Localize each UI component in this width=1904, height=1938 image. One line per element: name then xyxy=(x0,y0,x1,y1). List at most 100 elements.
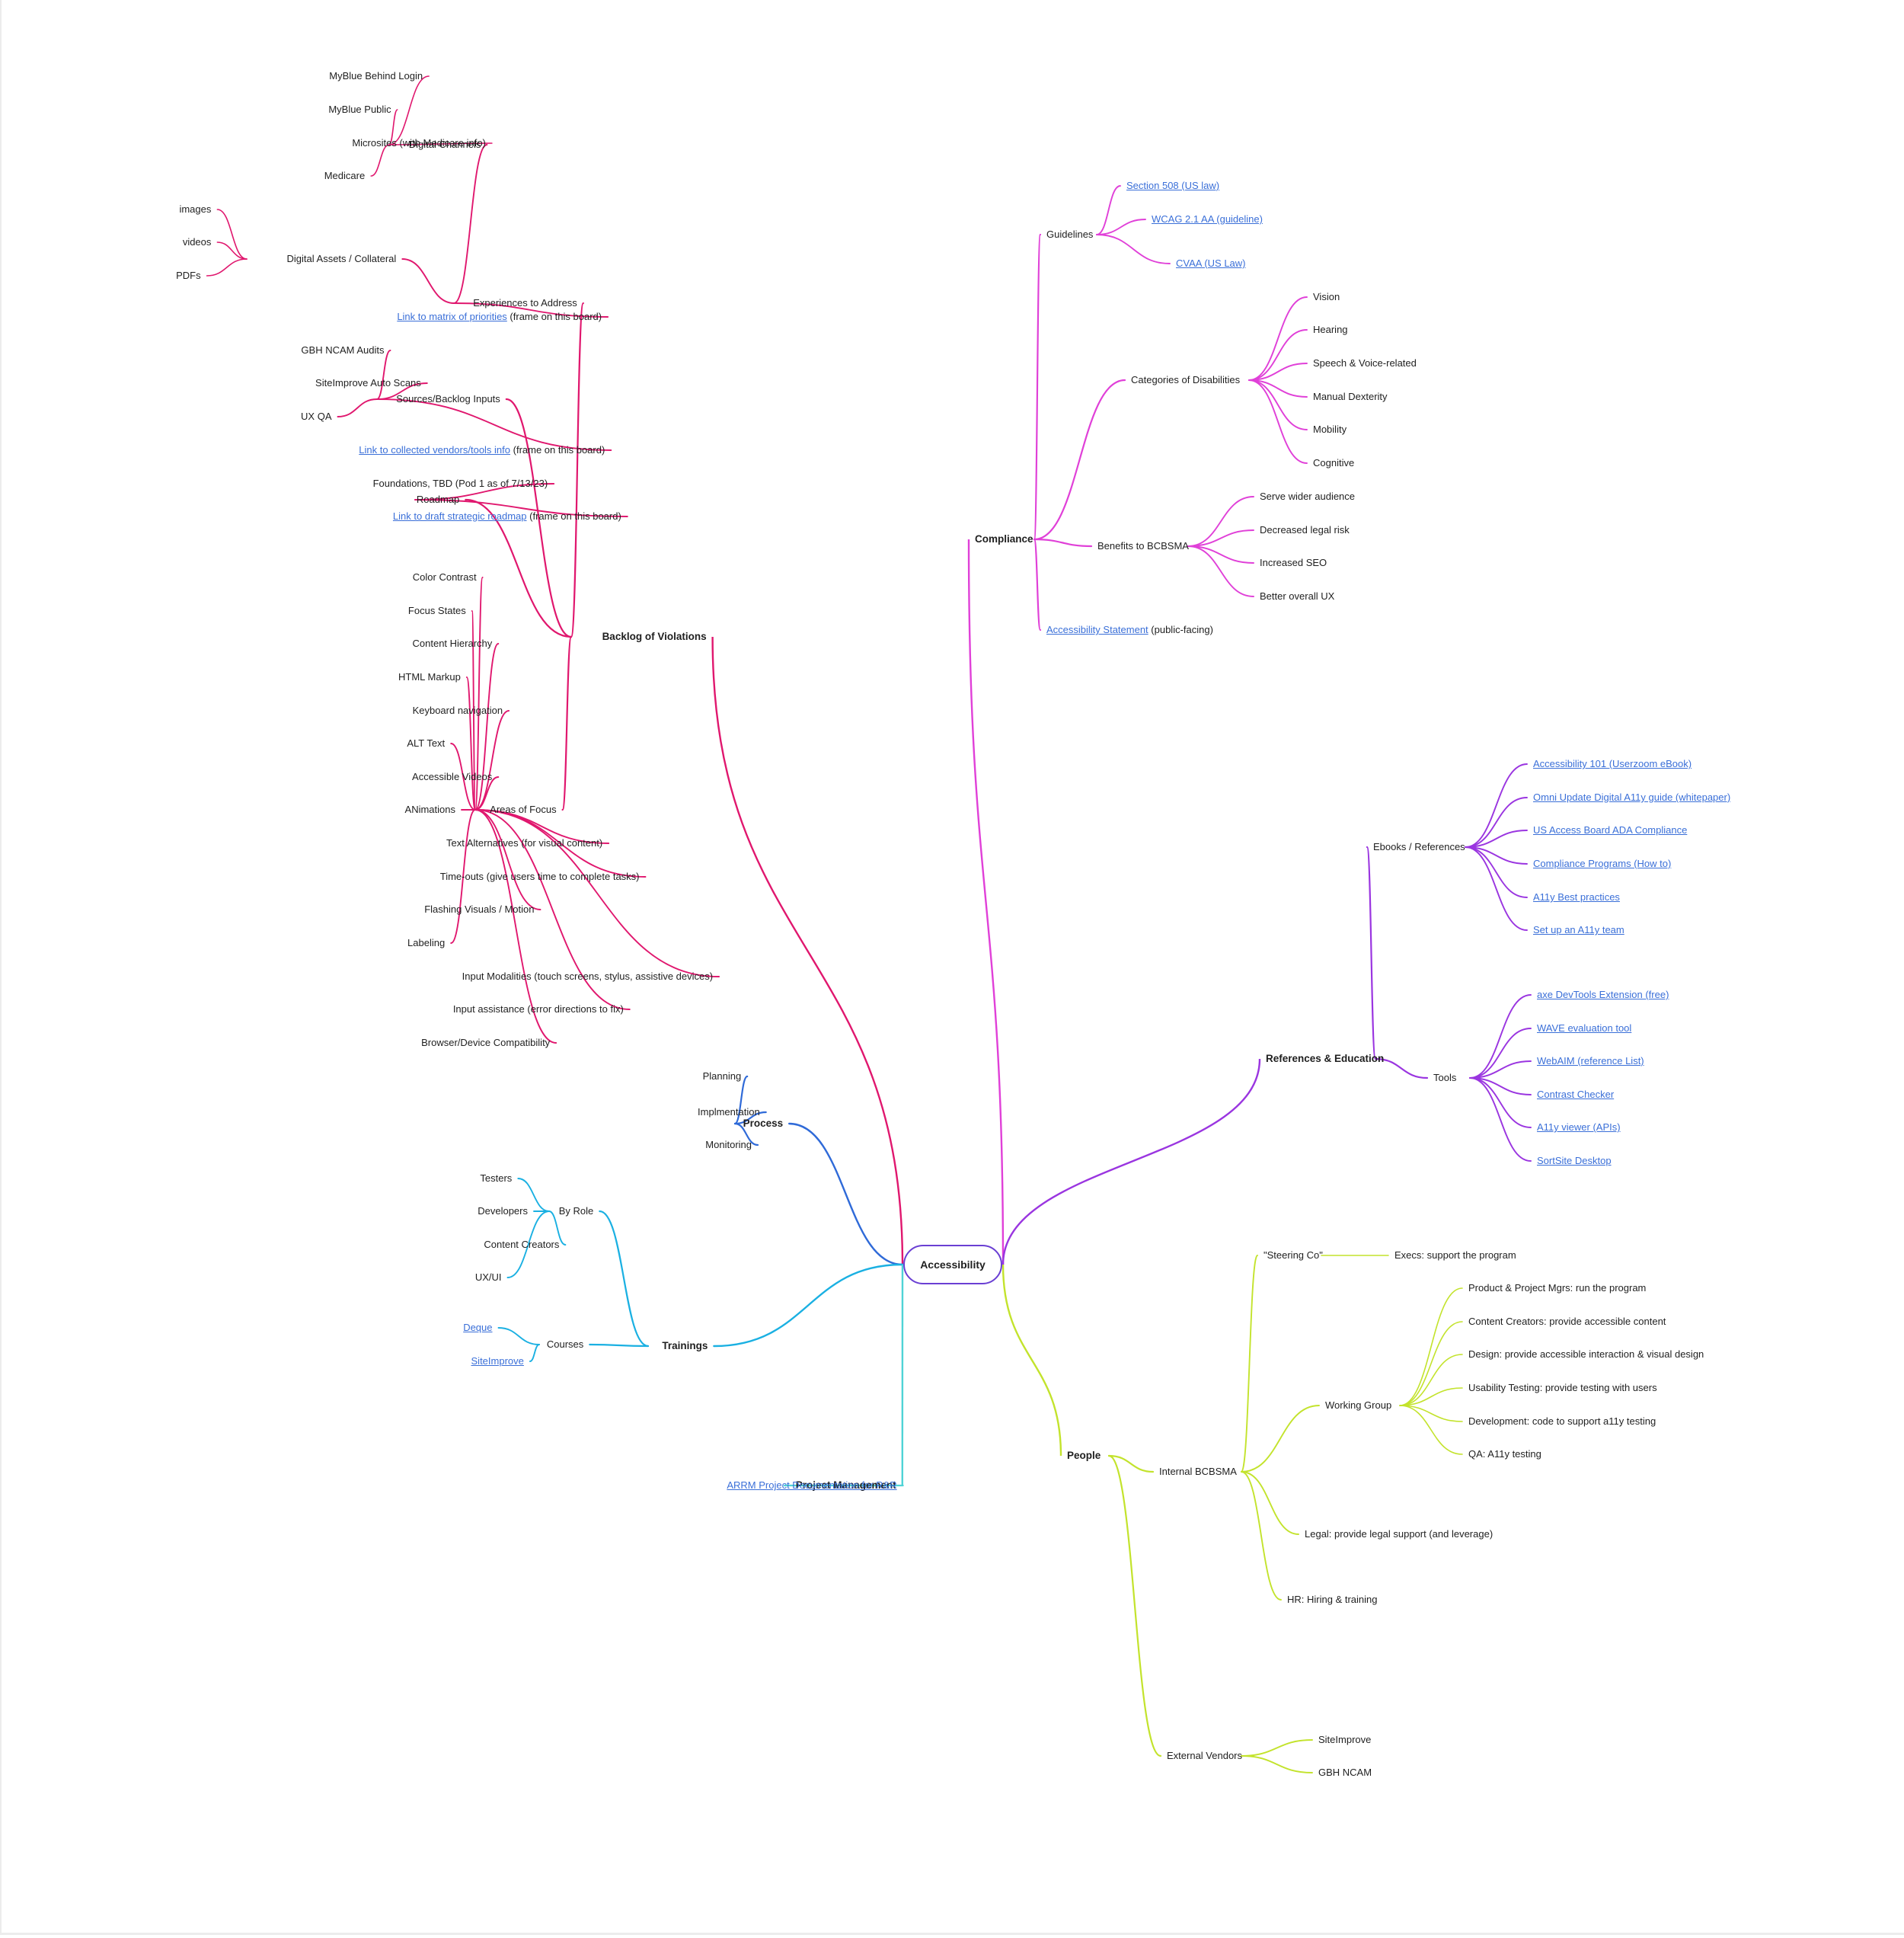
node-implmentation[interactable]: Implmentation xyxy=(698,1105,760,1119)
node-trainings[interactable]: Trainings xyxy=(662,1339,708,1353)
node-external-vendors[interactable]: External Vendors xyxy=(1167,1749,1242,1763)
node-contrast-checker[interactable]: Contrast Checker xyxy=(1537,1088,1614,1102)
node-roadmap[interactable]: Roadmap xyxy=(417,493,459,507)
node-animations[interactable]: ANimations xyxy=(405,803,455,817)
node-content-hierarchy[interactable]: Content Hierarchy xyxy=(413,637,493,651)
node-digital-assets-collateral[interactable]: Digital Assets / Collateral xyxy=(287,252,397,266)
node-guidelines[interactable]: Guidelines xyxy=(1046,228,1093,241)
node-compliance-programs-how-to[interactable]: Compliance Programs (How to) xyxy=(1533,857,1671,871)
node-execs-support-the-program[interactable]: Execs: support the program xyxy=(1394,1249,1516,1262)
node-link[interactable]: CVAA (US Law) xyxy=(1176,257,1246,269)
node-hearing[interactable]: Hearing xyxy=(1313,323,1348,337)
node-increased-seo[interactable]: Increased SEO xyxy=(1260,556,1327,570)
node-experiences-to-address[interactable]: Experiences to Address xyxy=(473,296,577,310)
node-link[interactable]: WCAG 2.1 AA (guideline) xyxy=(1152,213,1263,225)
node-omni-update-digital-a11y-guide-whitepape[interactable]: Omni Update Digital A11y guide (whitepap… xyxy=(1533,791,1730,804)
node-benefits-to-bcbsma[interactable]: Benefits to BCBSMA xyxy=(1097,539,1189,553)
node-developers[interactable]: Developers xyxy=(478,1204,528,1218)
node-keyboard-navigation[interactable]: Keyboard navigation xyxy=(413,704,503,718)
node-serve-wider-audience[interactable]: Serve wider audience xyxy=(1260,490,1355,504)
node-working-group[interactable]: Working Group xyxy=(1325,1399,1391,1412)
node-link[interactable]: US Access Board ADA Compliance xyxy=(1533,824,1688,836)
node-legal-provide-legal-support-and-leverage[interactable]: Legal: provide legal support (and levera… xyxy=(1305,1527,1493,1541)
node-people[interactable]: People xyxy=(1067,1449,1101,1463)
node-html-markup[interactable]: HTML Markup xyxy=(398,670,461,684)
node-a11y-viewer-apis[interactable]: A11y viewer (APIs) xyxy=(1537,1121,1621,1134)
node-section-508-us-law[interactable]: Section 508 (US law) xyxy=(1126,179,1219,193)
node-link[interactable]: Section 508 (US law) xyxy=(1126,180,1220,191)
node-myblue-public[interactable]: MyBlue Public xyxy=(328,103,391,117)
node-accessibility-101-userzoom-ebook[interactable]: Accessibility 101 (Userzoom eBook) xyxy=(1533,757,1692,771)
node-link-to-draft-strategic-roadmap[interactable]: Link to draft strategic roadmap (frame o… xyxy=(393,510,621,523)
node-us-access-board-ada-compliance[interactable]: US Access Board ADA Compliance xyxy=(1533,823,1687,837)
node-arrm-project-documentation-for-r-r[interactable]: ARRM Project Documentation for R&R xyxy=(727,1479,896,1492)
node-foundations-tbd-pod-1-as-of-7-13-23[interactable]: Foundations, TBD (Pod 1 as of 7/13/23) xyxy=(373,477,548,491)
node-input-modalities-touch-screens-stylus-as[interactable]: Input Modalities (touch screens, stylus,… xyxy=(462,970,713,983)
node-link[interactable]: WAVE evaluation tool xyxy=(1537,1022,1632,1034)
node-testers[interactable]: Testers xyxy=(480,1172,512,1185)
node-digital-channels[interactable]: Digital Channels xyxy=(409,138,481,152)
node-gbh-ncam[interactable]: GBH NCAM xyxy=(1318,1766,1372,1780)
node-a11y-best-practices[interactable]: A11y Best practices xyxy=(1533,891,1620,904)
node-wave-evaluation-tool[interactable]: WAVE evaluation tool xyxy=(1537,1022,1631,1035)
node-link[interactable]: Link to collected vendors/tools info xyxy=(359,444,511,456)
node-areas-of-focus[interactable]: Areas of Focus xyxy=(490,803,556,817)
node-pdfs[interactable]: PDFs xyxy=(176,269,201,283)
node-videos[interactable]: videos xyxy=(183,235,212,249)
node-text-alternatives-for-visual-content[interactable]: Text Alternatives (for visual content) xyxy=(446,836,602,850)
node-browser-device-compatibility[interactable]: Browser/Device Compatibility xyxy=(421,1036,550,1050)
node-link[interactable]: WebAIM (reference List) xyxy=(1537,1055,1644,1067)
node-link[interactable]: Link to draft strategic roadmap xyxy=(392,510,527,522)
node-siteimprove[interactable]: SiteImprove xyxy=(1318,1733,1371,1747)
node-mobility[interactable]: Mobility xyxy=(1313,423,1347,437)
node-monitoring[interactable]: Monitoring xyxy=(705,1138,752,1152)
node-link-to-collected-vendors-tools-info[interactable]: Link to collected vendors/tools info (fr… xyxy=(359,443,605,457)
node-backlog-of-violations[interactable]: Backlog of Violations xyxy=(602,630,707,644)
node-deque[interactable]: Deque xyxy=(463,1321,492,1335)
node-accessibility-statement[interactable]: Accessibility Statement (public-facing) xyxy=(1046,623,1213,637)
node-siteimprove[interactable]: SiteImprove xyxy=(471,1354,524,1368)
node-ux-qa[interactable]: UX QA xyxy=(301,410,331,424)
node-link[interactable]: Compliance Programs (How to) xyxy=(1533,858,1672,869)
node-webaim-reference-list[interactable]: WebAIM (reference List) xyxy=(1537,1054,1644,1068)
node-labeling[interactable]: Labeling xyxy=(407,936,445,950)
node-axe-devtools-extension-free[interactable]: axe DevTools Extension (free) xyxy=(1537,988,1669,1002)
node-link[interactable]: A11y viewer (APIs) xyxy=(1537,1121,1621,1133)
node-better-overall-ux[interactable]: Better overall UX xyxy=(1260,590,1334,603)
node-siteimprove-auto-scans[interactable]: SiteImprove Auto Scans xyxy=(315,376,421,390)
node-categories-of-disabilities[interactable]: Categories of Disabilities xyxy=(1131,373,1240,387)
node-link[interactable]: Accessibility Statement xyxy=(1046,624,1148,635)
node-usability-testing-provide-testing-with-u[interactable]: Usability Testing: provide testing with … xyxy=(1468,1381,1657,1395)
node-development-code-to-support-a11y-testing[interactable]: Development: code to support a11y testin… xyxy=(1468,1415,1656,1428)
node-references-education[interactable]: References & Education xyxy=(1266,1052,1384,1066)
node-cvaa-us-law[interactable]: CVAA (US Law) xyxy=(1176,257,1246,270)
node-accessible-videos[interactable]: Accessible Videos xyxy=(412,770,492,784)
node-focus-states[interactable]: Focus States xyxy=(408,604,466,618)
node-planning[interactable]: Planning xyxy=(703,1070,742,1083)
node-hr-hiring-training[interactable]: HR: Hiring & training xyxy=(1287,1593,1378,1607)
node-vision[interactable]: Vision xyxy=(1313,290,1340,304)
node-link[interactable]: Omni Update Digital A11y guide (whitepap… xyxy=(1533,792,1731,803)
node-alt-text[interactable]: ALT Text xyxy=(407,737,445,750)
node-courses[interactable]: Courses xyxy=(547,1338,583,1351)
node-link-to-matrix-of-priorities[interactable]: Link to matrix of priorities (frame on t… xyxy=(397,310,602,324)
node-steering-co[interactable]: "Steering Co" xyxy=(1263,1249,1323,1262)
node-link[interactable]: Set up an A11y team xyxy=(1533,924,1624,935)
node-compliance[interactable]: Compliance xyxy=(975,532,1033,546)
node-project-management[interactable]: Project Management xyxy=(796,1479,896,1492)
node-content-creators[interactable]: Content Creators xyxy=(484,1238,559,1252)
node-link[interactable]: SortSite Desktop xyxy=(1537,1155,1612,1166)
node-color-contrast[interactable]: Color Contrast xyxy=(413,571,477,584)
node-content-creators-provide-accessible-cont[interactable]: Content Creators: provide accessible con… xyxy=(1468,1315,1666,1329)
node-link[interactable]: Deque xyxy=(463,1322,493,1333)
node-link[interactable]: A11y Best practices xyxy=(1533,891,1620,903)
node-link[interactable]: Link to matrix of priorities xyxy=(397,311,507,322)
node-cognitive[interactable]: Cognitive xyxy=(1313,456,1354,470)
node-link[interactable]: SiteImprove xyxy=(471,1355,524,1367)
node-time-outs-give-users-time-to-complete-ta[interactable]: Time-outs (give users time to complete t… xyxy=(440,870,640,884)
node-design-provide-accessible-interaction-vi[interactable]: Design: provide accessible interaction &… xyxy=(1468,1348,1704,1361)
node-flashing-visuals-motion[interactable]: Flashing Visuals / Motion xyxy=(424,903,534,916)
root-node-accessibility[interactable]: Accessibility xyxy=(903,1245,1002,1284)
node-link[interactable]: Accessibility 101 (Userzoom eBook) xyxy=(1533,758,1692,769)
